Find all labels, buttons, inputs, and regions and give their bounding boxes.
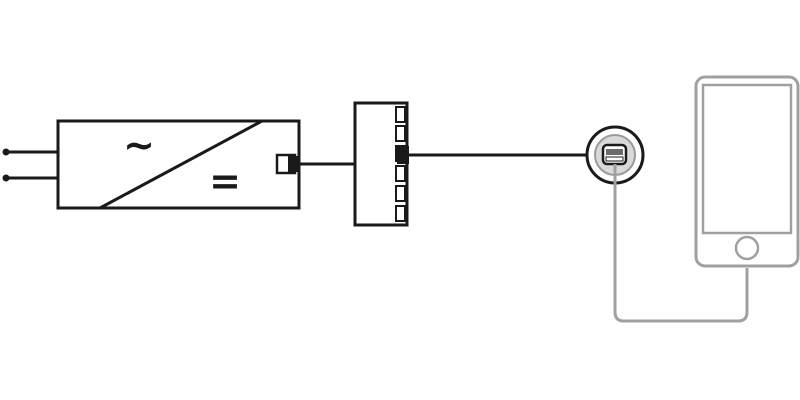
converter-plug (288, 156, 299, 172)
ac-symbol: ~ (123, 123, 155, 167)
smartphone-icon (694, 75, 800, 268)
usb-socket-icon (585, 125, 645, 185)
ac-dc-converter-icon: ~ = (56, 119, 301, 210)
charging-cable (613, 164, 749, 323)
junction-box-ports (395, 106, 406, 222)
mains-input-icon (2, 148, 58, 182)
junction-box-plug (397, 146, 409, 164)
phone-screen (701, 83, 793, 235)
dc-symbol: = (209, 159, 241, 203)
junction-box-icon (353, 101, 409, 227)
mains-terminal-2 (2, 174, 10, 182)
phone-home-button (734, 235, 760, 261)
mains-terminal-1 (2, 148, 10, 156)
